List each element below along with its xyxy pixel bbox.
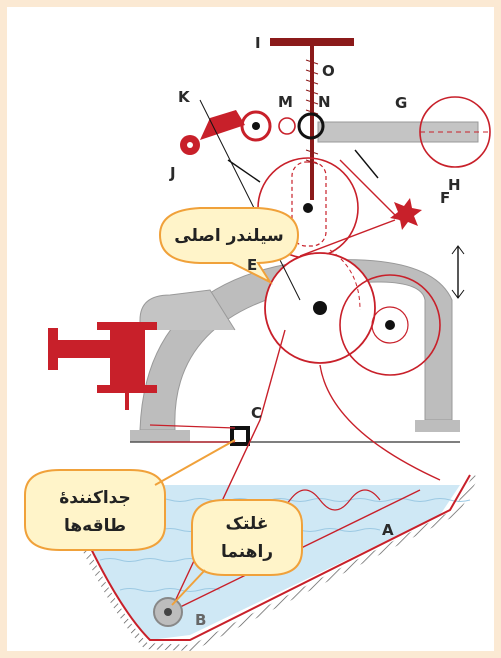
label-e: E <box>247 256 257 274</box>
separator-link <box>149 424 236 429</box>
label-a: A <box>382 521 394 539</box>
valve-bottom-flange <box>97 385 157 393</box>
label-c: C <box>251 404 262 422</box>
couch-roller-axle <box>385 320 395 330</box>
label-b: B <box>195 611 206 629</box>
couch-roller-inner <box>371 306 409 344</box>
callout-separator-pointer <box>154 439 236 486</box>
star-wheel-f <box>390 198 422 230</box>
press-arm-g <box>317 121 479 143</box>
guide-roller-b-axle <box>164 608 172 616</box>
valve-handle <box>55 340 110 358</box>
press-roller-slot <box>291 161 327 247</box>
main-cylinder-axle <box>313 301 327 315</box>
callout-separator-text-1: جداکنندهٔ <box>59 488 131 508</box>
feed-pipe <box>139 289 236 331</box>
callout-guide-text-2: راهنما <box>221 542 273 562</box>
label-j: J <box>169 164 176 182</box>
screw-threads <box>305 59 319 165</box>
label-i: I <box>255 34 261 52</box>
valve-wheel <box>48 328 58 370</box>
valve-body <box>110 330 145 385</box>
label-f: F <box>440 189 450 207</box>
roller-n <box>297 112 325 140</box>
callout-guide-pointer <box>171 569 206 606</box>
felt-belt <box>299 159 441 481</box>
label-n: N <box>318 93 331 111</box>
label-m: M <box>278 93 293 111</box>
valve-top-flange <box>97 322 157 330</box>
arrow-j <box>227 159 261 183</box>
callout-guide-text-1: غلتک <box>226 514 269 534</box>
callout-main-cylinder <box>158 207 300 285</box>
couch-roller <box>339 274 441 376</box>
label-o: O <box>322 62 335 80</box>
roller-k-axle <box>252 122 260 130</box>
roller-j-arm <box>200 110 245 140</box>
callout-guide-roller <box>191 499 303 576</box>
label-h: H <box>448 176 461 194</box>
screw-top-bar <box>270 38 354 46</box>
sheet-separator-c <box>230 426 250 446</box>
frame-left-foot <box>130 430 190 442</box>
arrow-f-head-bottom <box>451 289 465 299</box>
callout-main-cylinder-text: سیلندر اصلی <box>174 226 283 246</box>
label-g: G <box>395 94 407 112</box>
press-roller-axle <box>303 203 313 213</box>
roller-j-axle <box>187 142 193 148</box>
main-cylinder-dash <box>329 249 361 311</box>
frame-right-foot <box>415 420 460 432</box>
roller-m <box>278 117 296 135</box>
arrow-f-head-top <box>451 245 465 255</box>
arrow-g <box>354 149 379 179</box>
callout-separator <box>24 469 166 551</box>
felt-line-k <box>199 99 301 301</box>
callout-separator-text-2: طاقه‌ها <box>64 516 126 536</box>
label-k: K <box>178 88 191 106</box>
